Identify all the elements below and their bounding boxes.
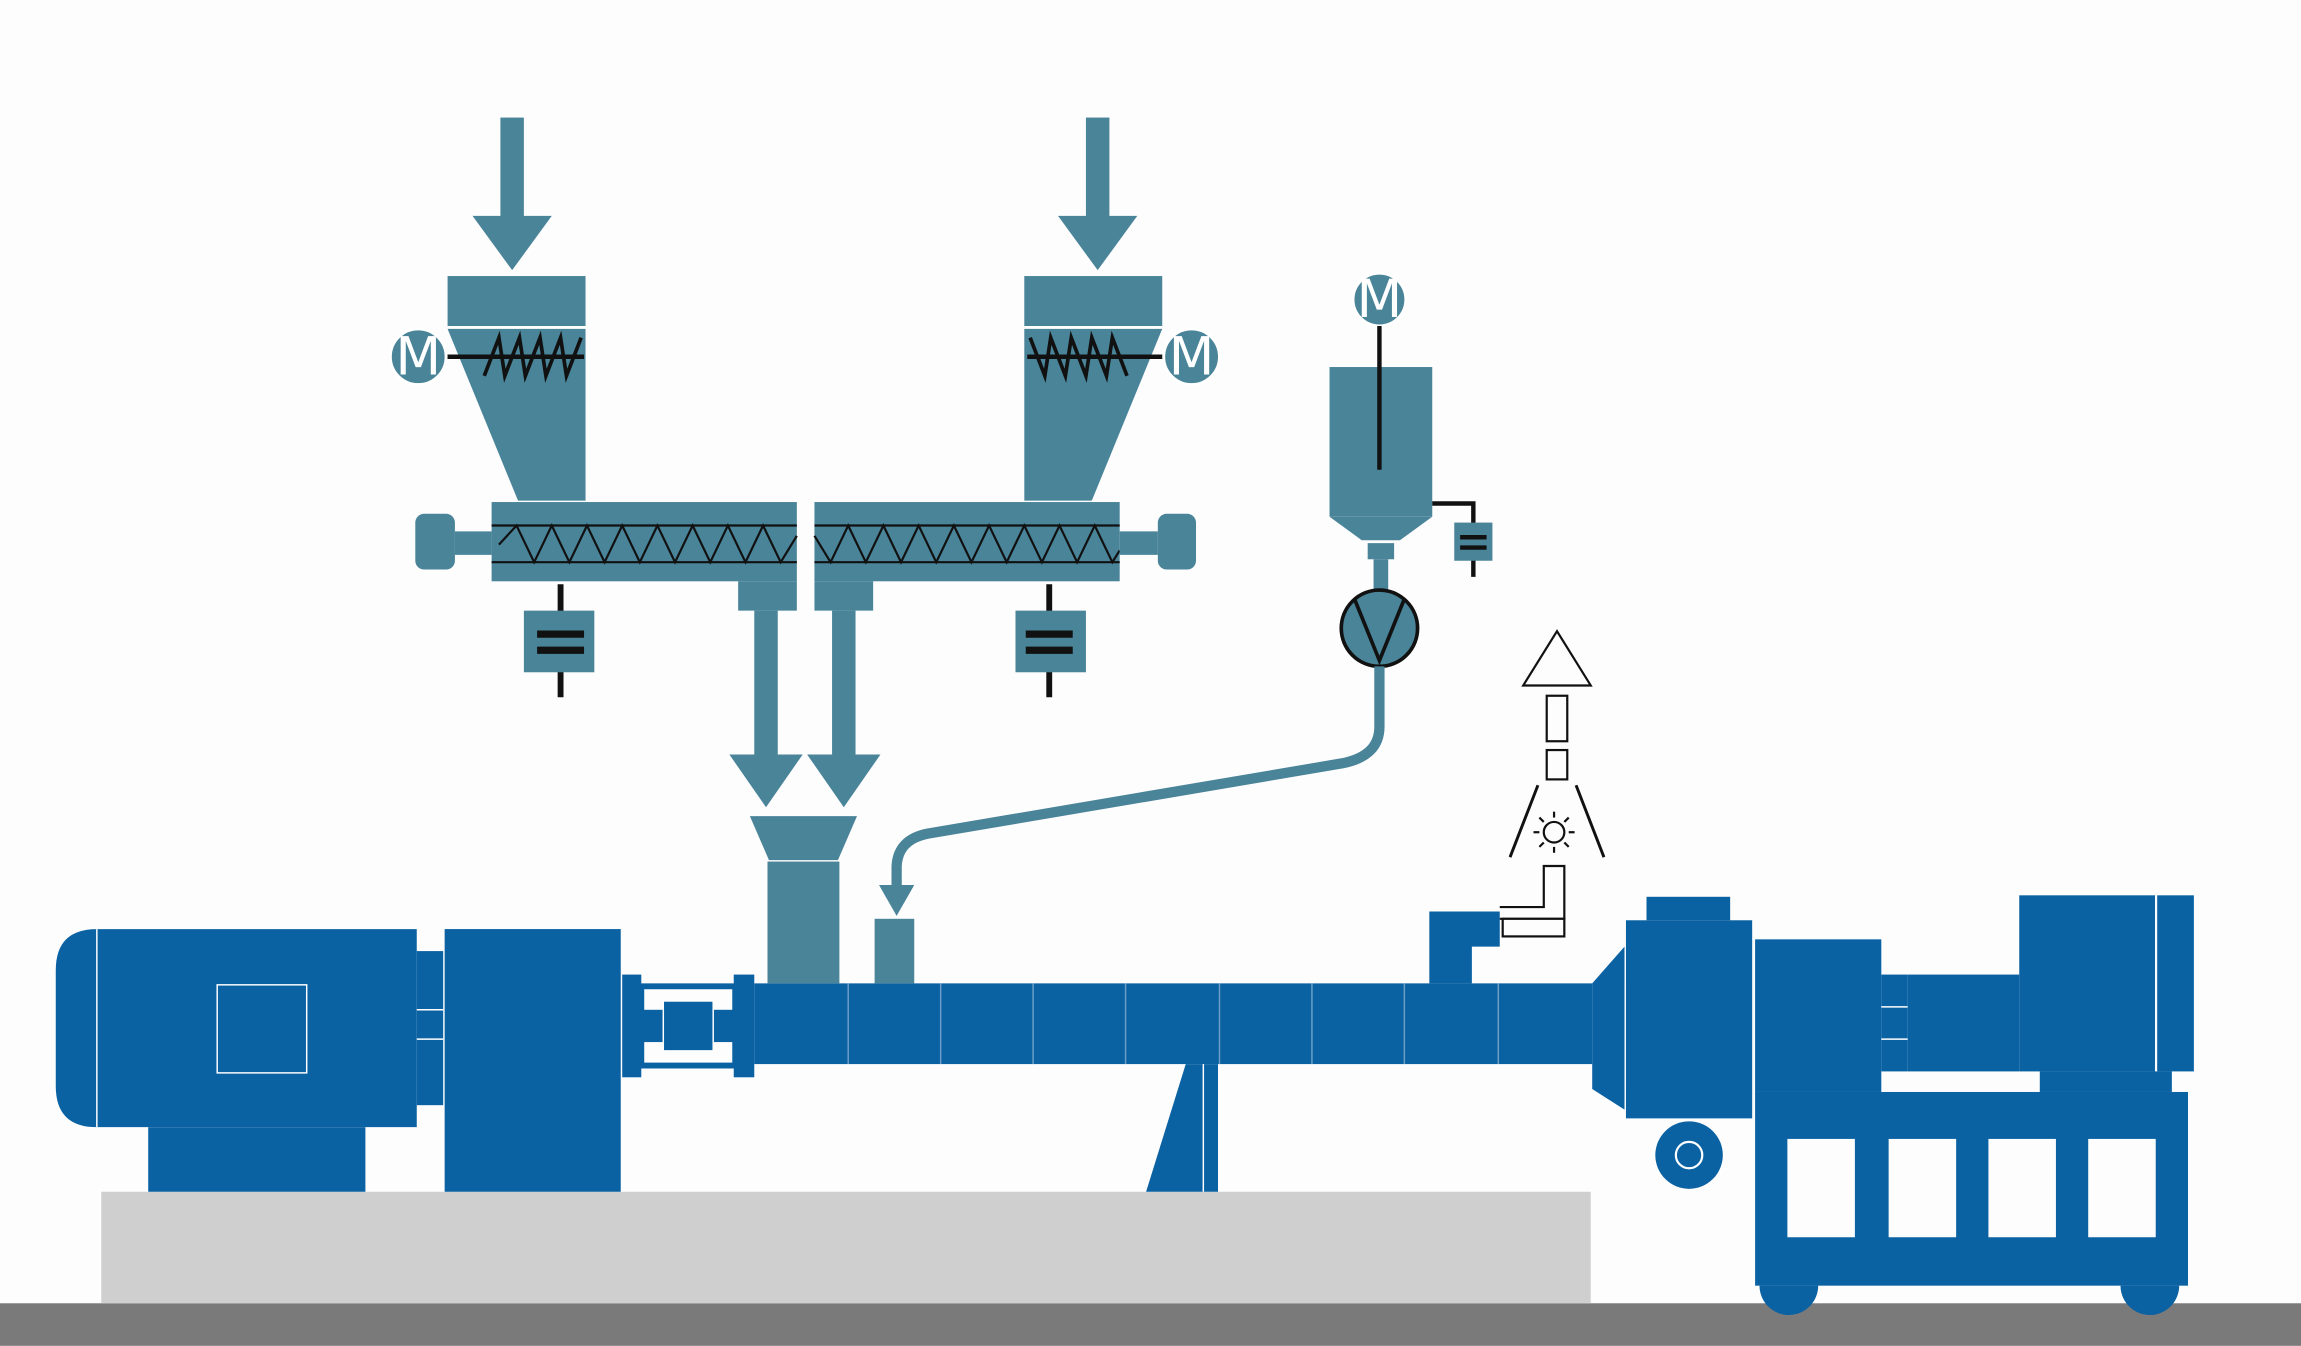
left-feeder: M bbox=[388, 117, 803, 808]
barrel-support bbox=[1146, 1064, 1219, 1192]
motor-label: M bbox=[1357, 269, 1403, 330]
down-arrow-icon bbox=[807, 610, 881, 808]
down-arrow-icon bbox=[472, 117, 552, 271]
pelletizer-housing bbox=[1625, 920, 1753, 1119]
die-head bbox=[1592, 946, 1625, 1110]
liquid-feed-pipe bbox=[891, 666, 1385, 887]
left-screw-conveyor bbox=[491, 502, 797, 582]
motor-label: M bbox=[395, 326, 441, 387]
left-screw-end-cap bbox=[415, 513, 455, 570]
right-hopper-cone bbox=[1024, 328, 1163, 501]
liquid-injection-port bbox=[874, 918, 915, 984]
sun-icon bbox=[1533, 811, 1575, 853]
main-drive-motor bbox=[55, 929, 444, 1192]
pellet-cart bbox=[1755, 1091, 2189, 1316]
floor bbox=[0, 1303, 2301, 1346]
pelletizer-wheel bbox=[1655, 1121, 1723, 1189]
pelletizer-motor bbox=[2019, 895, 2156, 1072]
down-arrow-icon bbox=[729, 610, 803, 808]
right-agitator-shaft bbox=[1027, 330, 1169, 383]
load-cell-icon bbox=[1432, 501, 1493, 577]
load-cell-icon bbox=[1015, 584, 1086, 698]
machine-base bbox=[101, 1191, 1591, 1304]
right-feeder: M bbox=[807, 117, 1221, 808]
gearbox bbox=[444, 929, 621, 1192]
shaft-coupling bbox=[622, 974, 755, 1078]
right-screw-end-cap bbox=[1157, 513, 1196, 570]
liquid-feed-system: M bbox=[879, 269, 1493, 916]
extruder-barrel bbox=[754, 983, 1593, 1065]
motor-circle-icon: M bbox=[1351, 269, 1408, 330]
left-hopper-top bbox=[447, 276, 586, 328]
vent-port bbox=[1429, 864, 1566, 984]
load-cell-icon bbox=[523, 584, 595, 698]
motor-terminal-box bbox=[216, 984, 308, 1074]
pelletizer-gear bbox=[1755, 939, 1882, 1092]
motor-circle-icon: M bbox=[1162, 326, 1221, 387]
pump-icon bbox=[1339, 588, 1420, 669]
left-hopper-cone bbox=[447, 328, 586, 501]
zigzag-screw-icon bbox=[498, 522, 798, 565]
motor-label: M bbox=[1169, 326, 1215, 387]
zigzag-screw-icon bbox=[813, 522, 1121, 565]
main-feed-hopper bbox=[749, 816, 858, 984]
left-agitator-shaft bbox=[444, 330, 585, 383]
vent-stack-icon bbox=[1508, 629, 1606, 858]
right-screw-conveyor bbox=[814, 502, 1120, 582]
right-hopper-top bbox=[1024, 276, 1163, 328]
motor-foot bbox=[148, 1127, 366, 1192]
motor-circle-icon: M bbox=[388, 326, 448, 387]
down-arrow-icon bbox=[1058, 117, 1138, 271]
